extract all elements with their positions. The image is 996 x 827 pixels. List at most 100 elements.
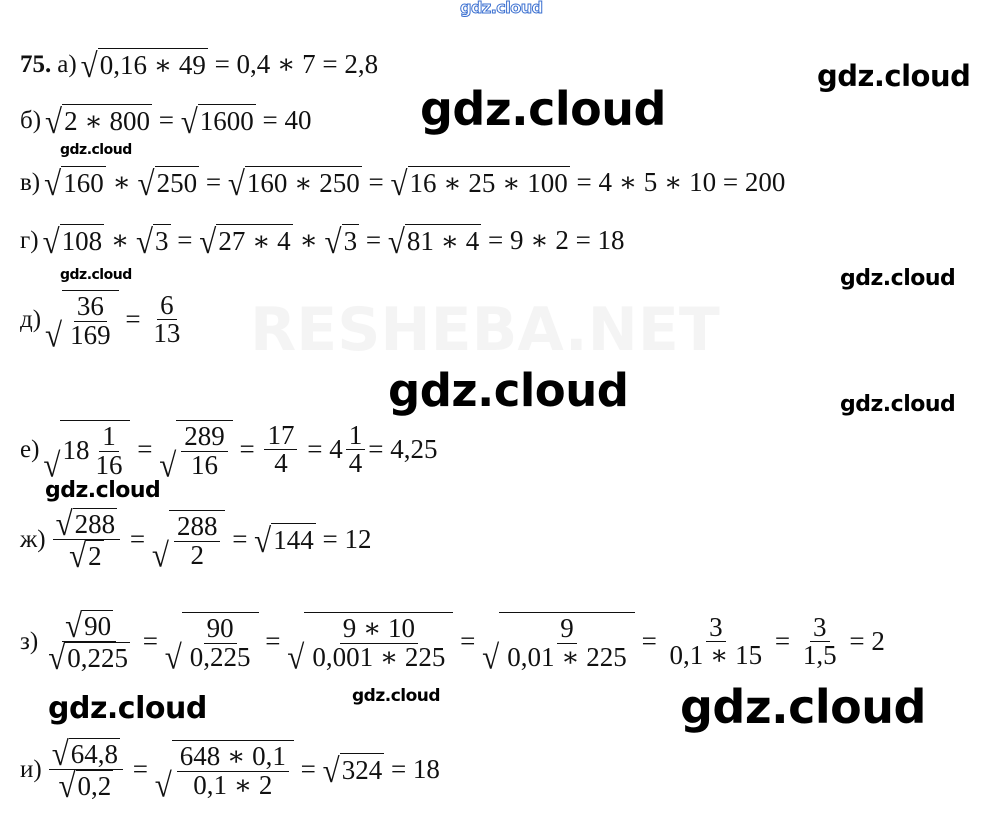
math-text: 108 [61,226,103,256]
math-text: 17 [267,419,295,450]
radicand: 144 [271,523,316,556]
math-text: 0,225 [189,641,251,672]
math-text: = [232,433,262,464]
square-root: √250 [138,166,200,200]
radical-sign: √ [44,163,62,203]
radicand: 2 ∗ 800 [62,104,152,137]
math-text: 288 [74,509,116,540]
math-text: 0,225 [67,643,128,674]
square-root: √1600 [180,101,256,141]
solution-line: 75.а)√0,16 ∗ 49 = 0,4 ∗ 7 = 2,8 [20,45,379,85]
numerator: 1 [99,422,119,452]
math-text: 289 [184,421,225,451]
numerator: √90 [62,608,117,643]
math-text: 160 [63,168,104,198]
solution-line: в)√160 ∗ √250 = √160 ∗ 250 = √16 ∗ 25 ∗ … [20,163,785,203]
radical-sign: √ [48,638,66,677]
watermark: gdz.cloud [680,680,926,734]
math-text: = [170,224,200,255]
radicand: 27 ∗ 4 [216,224,293,257]
numerator: 648 ∗ 0,1 [176,742,289,772]
square-root: √160 ∗ 250 [228,166,362,200]
radical-sign: √ [324,221,342,261]
radical-sign: √ [151,535,169,575]
denominator: 0,01 ∗ 225 [504,643,630,672]
item-label: г) [20,226,39,254]
item-label: е) [20,435,40,463]
math-text: ∗ [105,166,138,197]
watermark: gdz.cloud [48,691,207,726]
math-text: 169 [70,319,111,350]
numerator: 288 [173,512,221,542]
denominator: 2 [187,541,207,570]
watermark: gdz.cloud [45,478,161,503]
radicand: 160 ∗ 250 [244,166,362,199]
square-root: √160 [44,163,106,203]
denominator: 1,5 [800,642,840,670]
denominator: 169 [67,319,114,350]
math-text: 1 [348,419,363,450]
radicand: 81 ∗ 4 [404,224,482,257]
math-text: = [130,433,160,464]
math-text: = [361,166,391,197]
square-root: √288 [56,506,118,541]
square-root: √64,8 [52,736,121,771]
radical-sign: √ [69,536,87,575]
denominator: 0,001 ∗ 225 [309,643,448,672]
radicand: 3 [153,224,171,257]
problem-number: 75. [20,50,52,78]
fraction: √64,8√0,2 [48,736,124,803]
watermark: gdz.cloud [60,142,132,158]
square-root: √3 [136,224,171,258]
square-root: √324 [323,753,385,787]
numerator: 9 [557,614,577,644]
math-text: 3 [709,611,723,642]
square-root: √27 ∗ 4 [199,224,293,258]
denominator: 16 [188,449,221,480]
math-text: = 0,4 ∗ 7 = 2,8 [207,48,379,79]
item-label: а) [57,50,77,78]
math-text: 4 [348,448,363,479]
math-text: = 2 [842,625,885,656]
background-watermark: RESHEBA.NET [250,300,720,360]
numerator: √64,8 [48,736,124,771]
numerator: 3 [706,611,726,643]
radical-sign: √ [287,637,305,677]
fraction: √90√0,225 [45,608,133,677]
math-text: = [453,625,483,656]
radicand: 324 [339,753,385,786]
square-root: √0,2 [58,768,114,803]
square-root: √90 [65,608,114,643]
numerator: 17 [264,419,298,451]
square-root: √0,16 ∗ 49 [80,45,208,85]
math-text: = 9 ∗ 2 = 18 [481,224,625,255]
math-text: 2 [88,541,102,572]
watermark: gdz.cloud [840,392,956,417]
math-text: 0,2 [77,771,112,802]
radical-sign: √ [80,45,98,85]
radicand: 160 [61,166,106,199]
fraction: √288√2 [52,506,121,575]
radical-sign: √ [45,101,63,141]
math-text: = [151,104,181,135]
expression: √2 ∗ 800 = √1600 = 40 [45,101,311,141]
numerator: 6 [157,291,177,321]
square-root: √2 [69,536,104,575]
item-label: д) [20,305,42,333]
square-root: √0,225 [48,638,130,677]
radical-sign: √ [180,101,198,141]
math-text: 16 [191,449,218,480]
